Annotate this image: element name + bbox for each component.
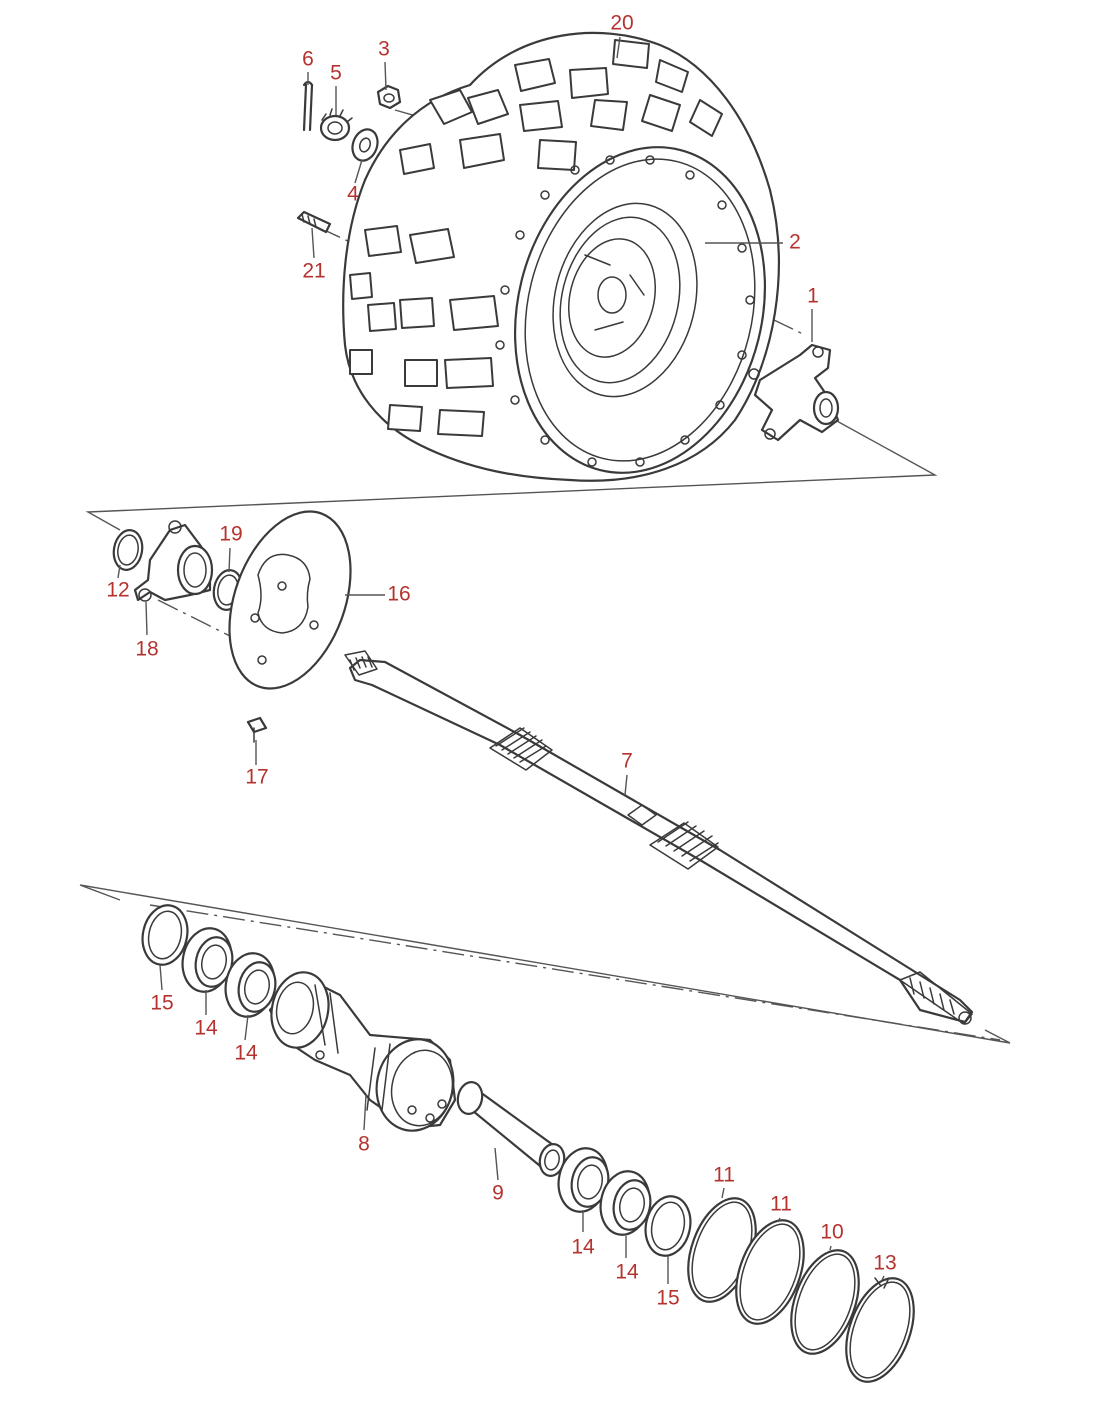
- callout-14-lower-a: 14: [571, 1236, 595, 1259]
- callout-14-upper-b: 14: [234, 1042, 258, 1065]
- part-9-spacer: [456, 1081, 566, 1177]
- callout-18: 18: [135, 638, 158, 661]
- part-1-wheel-hub: [748, 343, 840, 442]
- callout-10: 10: [820, 1221, 843, 1244]
- callout-11-b: 11: [770, 1193, 792, 1216]
- callout-16: 16: [387, 583, 410, 606]
- callout-3: 3: [378, 38, 390, 61]
- callout-labels: 20 6 5 3 4 2 21 1 19 16 12 18 17 7 15 14…: [106, 12, 896, 1310]
- part-14-bearing-upper-b: [224, 952, 277, 1018]
- part-21-valve-stem: [296, 210, 332, 234]
- part-14-bearing-lower-b: [599, 1170, 652, 1236]
- part-brake-hub-flange: [133, 520, 214, 602]
- part-8-bearing-case: [268, 971, 457, 1132]
- callout-4: 4: [347, 183, 359, 206]
- part-13-circlip: [845, 1277, 915, 1383]
- part-14-bearing-upper-a: [181, 927, 234, 993]
- part-10-o-ring: [790, 1249, 860, 1355]
- callout-6: 6: [302, 48, 314, 71]
- part-5-castle-nut: [319, 108, 353, 142]
- part-7-rear-axle: [344, 650, 974, 1025]
- part-3-nut: [376, 84, 402, 110]
- callout-9: 9: [492, 1182, 504, 1205]
- part-17-bolt: [246, 716, 268, 743]
- part-16-brake-disc: [228, 510, 352, 690]
- tire-tread: [349, 39, 723, 437]
- callout-17: 17: [245, 766, 268, 789]
- callout-14-lower-b: 14: [615, 1261, 639, 1284]
- callout-19: 19: [219, 523, 242, 546]
- callout-21: 21: [302, 260, 325, 283]
- part-12-o-ring: [112, 529, 144, 571]
- tire-lugs: [495, 155, 755, 467]
- tire-and-wheel: [342, 31, 780, 482]
- callout-11-a: 11: [713, 1164, 735, 1187]
- callout-12: 12: [106, 579, 129, 602]
- callout-2: 2: [789, 231, 801, 254]
- part-11-o-ring-b: [735, 1219, 805, 1325]
- callout-15-upper: 15: [150, 992, 173, 1015]
- callout-8: 8: [358, 1133, 370, 1156]
- callout-14-upper-a: 14: [194, 1017, 218, 1040]
- part-6-cotter-pin: [302, 80, 314, 132]
- callout-1: 1: [807, 285, 819, 308]
- callout-5: 5: [330, 62, 342, 85]
- part-15-oil-seal-upper: [141, 904, 189, 966]
- callout-13: 13: [873, 1252, 896, 1275]
- callout-leaders: [117, 36, 885, 1284]
- callout-15-lower: 15: [656, 1287, 679, 1310]
- callout-20: 20: [610, 12, 633, 35]
- part-4-washer: [351, 128, 379, 162]
- callout-7: 7: [621, 750, 633, 773]
- part-15-oil-seal-lower: [644, 1195, 692, 1257]
